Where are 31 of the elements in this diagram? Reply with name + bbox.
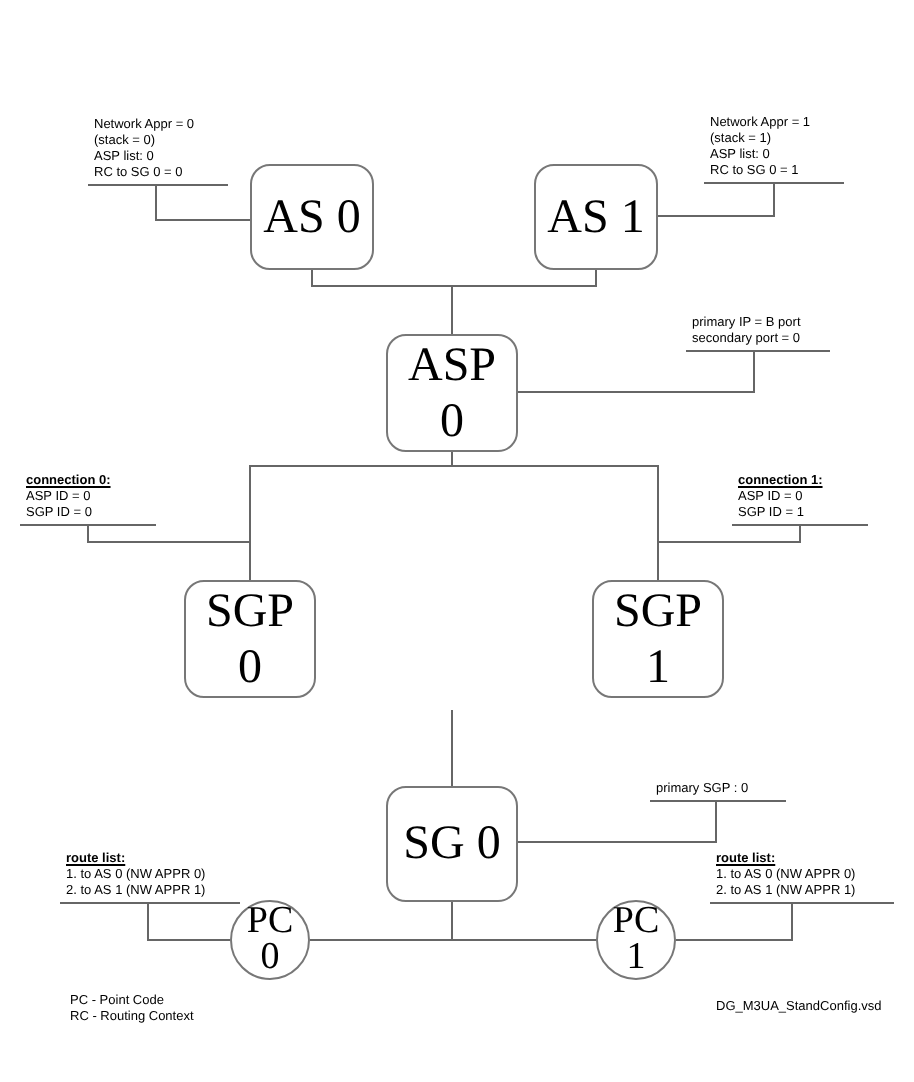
annotation-note bbox=[20, 474, 156, 526]
rounded-node-box bbox=[250, 164, 374, 270]
leader-line bbox=[657, 525, 801, 543]
annotation-note bbox=[650, 778, 786, 802]
leader-line bbox=[517, 351, 755, 393]
node-label: SGP 0 bbox=[203, 583, 297, 695]
node-label: PC 1 bbox=[610, 904, 662, 976]
node-label: AS 0 bbox=[263, 191, 361, 243]
annotation-note bbox=[60, 850, 240, 904]
connector-line bbox=[451, 709, 453, 787]
leader-line bbox=[147, 903, 231, 941]
rounded-node-box bbox=[184, 580, 316, 698]
annotation-note bbox=[686, 312, 830, 352]
rounded-node-box bbox=[592, 580, 724, 698]
node-label: ASP 0 bbox=[405, 337, 499, 449]
node-label: SG 0 bbox=[403, 818, 501, 870]
connector-line bbox=[451, 269, 597, 335]
rounded-node-box bbox=[386, 334, 518, 452]
connector-line bbox=[451, 451, 659, 581]
node-label: AS 1 bbox=[547, 191, 645, 243]
node-label: SGP 1 bbox=[611, 583, 705, 695]
rounded-node-box bbox=[386, 786, 518, 902]
rounded-node-box bbox=[534, 164, 658, 270]
leader-line bbox=[517, 801, 717, 843]
leader-line bbox=[675, 903, 793, 941]
node-label: PC 0 bbox=[244, 904, 296, 976]
annotation-note bbox=[710, 850, 894, 904]
leader-line bbox=[155, 185, 251, 221]
annotation-note bbox=[732, 474, 868, 526]
leader-line bbox=[87, 525, 251, 543]
leader-line bbox=[657, 183, 775, 217]
